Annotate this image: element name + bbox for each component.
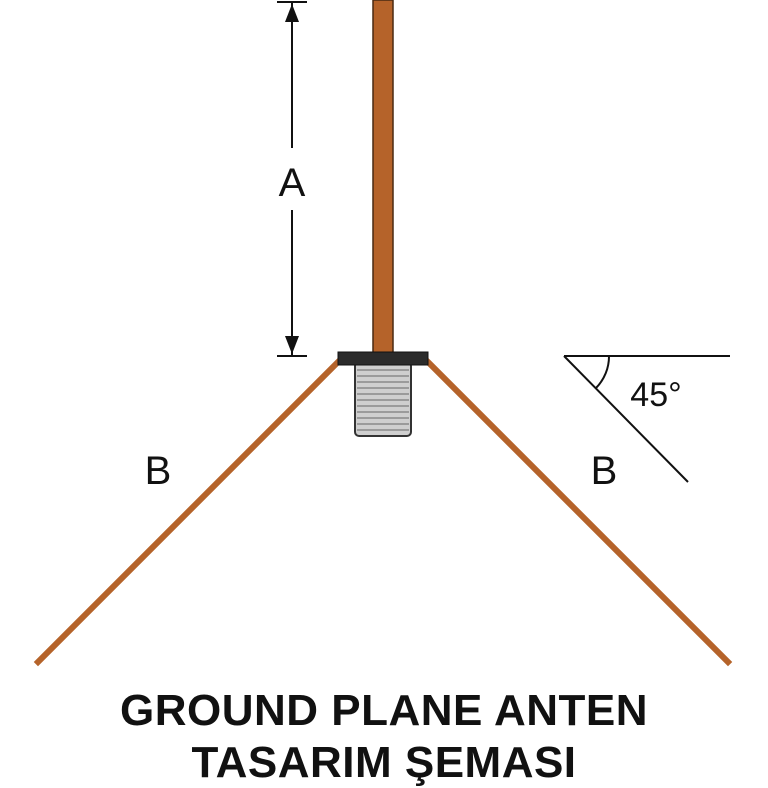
angle-label: 45° xyxy=(630,376,681,414)
mounting-plate xyxy=(337,351,429,366)
radial-right xyxy=(421,355,733,667)
vertical-radiator xyxy=(372,0,394,357)
angle-indicator xyxy=(563,355,730,483)
radial-left xyxy=(33,355,345,667)
dimension-a-label: A xyxy=(279,161,306,205)
radial-left-label: B xyxy=(145,449,172,493)
coax-connector xyxy=(337,351,429,437)
antenna-diagram: A B B 45° xyxy=(33,0,733,667)
dimension-a xyxy=(277,1,307,357)
diagram-title-line-2: TASARIM ŞEMASI xyxy=(191,738,577,787)
radial-right-label: B xyxy=(591,449,618,493)
diagram-title-line-1: GROUND PLANE ANTEN xyxy=(119,686,649,735)
